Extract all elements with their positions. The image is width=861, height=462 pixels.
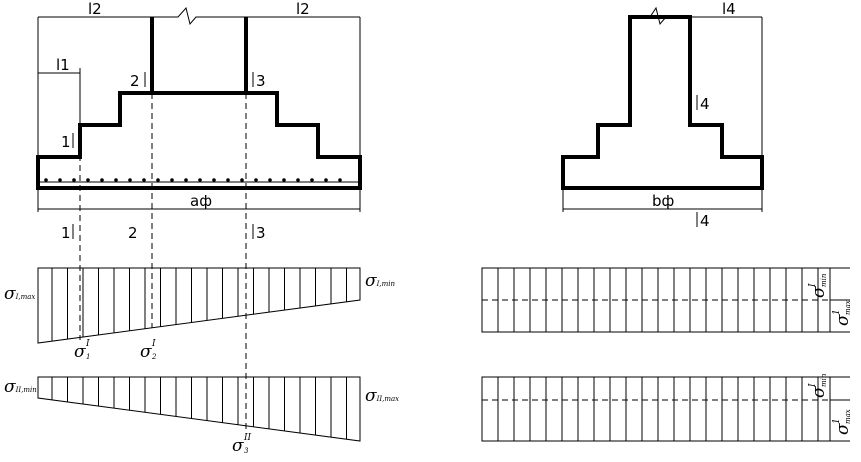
rebar-dot xyxy=(296,178,300,182)
pressure-diagram-right-I xyxy=(481,267,850,333)
pressure-diagram-I xyxy=(37,267,361,344)
sigma-1-I: σ I 1 xyxy=(74,339,90,362)
svg-text:2: 2 xyxy=(151,353,157,361)
section-1-top: 1 xyxy=(61,133,71,151)
rebar-dot xyxy=(212,178,216,182)
svg-text:σ: σ xyxy=(833,314,853,326)
svg-text:max: max xyxy=(844,409,852,424)
svg-text:I: I xyxy=(808,283,818,288)
section-3-top: 3 xyxy=(256,72,266,90)
svg-text:II: II xyxy=(243,433,252,443)
rebar-dot xyxy=(240,178,244,182)
label-l1: l1 xyxy=(56,56,70,74)
section-2-bottom: 2 xyxy=(128,224,138,242)
rebar-dot xyxy=(226,178,230,182)
rebar-dot xyxy=(156,178,160,182)
label-b-f: bф xyxy=(652,192,674,210)
pressure-diagram-right-II xyxy=(481,376,850,442)
rebar-dot xyxy=(86,178,90,182)
reinforcement-bars xyxy=(44,178,342,182)
rebar-dot xyxy=(324,178,328,182)
rebar-dot xyxy=(268,178,272,182)
dimension-l1: l1 xyxy=(38,56,81,125)
svg-text:σ: σ xyxy=(140,342,152,362)
rebar-dot xyxy=(338,178,342,182)
rebar-dot xyxy=(100,178,104,182)
right-foundation-section: l4 bф 4 4 xyxy=(561,0,764,230)
break-line-right xyxy=(630,6,690,26)
rebar-dot xyxy=(170,178,174,182)
section-4-bottom: 4 xyxy=(700,212,710,230)
rebar-dot xyxy=(72,178,76,182)
rebar-dot xyxy=(44,178,48,182)
svg-text:min: min xyxy=(820,373,828,387)
svg-text:σ: σ xyxy=(74,342,86,362)
svg-text:σ: σ xyxy=(833,423,853,435)
sigma-min-right-II: σ min I xyxy=(808,373,829,398)
svg-text:σ: σ xyxy=(232,436,244,456)
rebar-dot xyxy=(198,178,202,182)
label-l4: l4 xyxy=(722,0,736,18)
sigma-max-right-II: σ max 1 xyxy=(832,409,853,435)
sigma-I-max: σI,max xyxy=(4,284,35,304)
rebar-dot xyxy=(184,178,188,182)
rebar-dot xyxy=(282,178,286,182)
left-foundation-outline xyxy=(36,91,362,190)
dimension-a-f: aф xyxy=(37,188,361,212)
label-a-f: aф xyxy=(190,192,212,210)
sigma-2-I: σ I 2 xyxy=(140,339,157,362)
rebar-dot xyxy=(310,178,314,182)
pressure-diagram-II xyxy=(37,376,361,442)
section-1-bottom: 1 xyxy=(61,224,71,242)
rebar-dot xyxy=(58,178,62,182)
sigma-II-max: σII,max xyxy=(365,386,399,406)
dimension-l2: l2 l2 xyxy=(37,0,361,157)
section-3-bottom: 3 xyxy=(256,224,266,242)
sigma-II-min: σII,min xyxy=(4,377,37,397)
svg-text:1: 1 xyxy=(832,418,842,424)
section-2-top: 2 xyxy=(130,72,140,90)
break-line-left xyxy=(152,6,246,26)
section-4-top: 4 xyxy=(700,95,710,113)
rebar-dot xyxy=(142,178,146,182)
svg-text:1: 1 xyxy=(86,353,90,361)
rebar-dot xyxy=(128,178,132,182)
svg-text:I: I xyxy=(808,383,818,388)
rebar-dot xyxy=(114,178,118,182)
sigma-I-min: σI,min xyxy=(365,271,395,291)
section-lines-left: 1 2 3 1 2 3 xyxy=(61,72,266,430)
svg-text:σ: σ xyxy=(809,386,829,398)
label-l2-left: l2 xyxy=(88,0,102,18)
svg-text:σ: σ xyxy=(809,286,829,298)
right-foundation-outline xyxy=(561,15,764,190)
left-foundation-section xyxy=(36,17,362,190)
svg-text:min: min xyxy=(820,273,828,287)
svg-text:max: max xyxy=(844,300,852,315)
svg-text:3: 3 xyxy=(244,447,249,455)
svg-text:I: I xyxy=(151,339,156,349)
sigma-min-right-I: σ min I xyxy=(808,273,829,298)
sigma-max-right-I: σ max 1 xyxy=(832,300,853,326)
svg-text:I: I xyxy=(85,339,90,349)
svg-text:1: 1 xyxy=(832,309,842,315)
sigma-3-II: σ II 3 xyxy=(232,433,252,456)
rebar-dot xyxy=(254,178,258,182)
label-l2-right: l2 xyxy=(296,0,310,18)
